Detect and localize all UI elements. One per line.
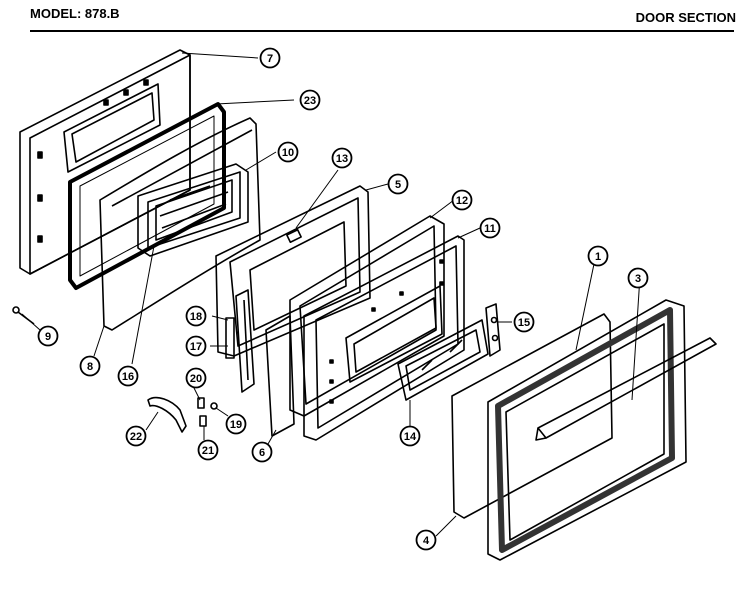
callout-circle	[259, 47, 281, 69]
callout-number: 19	[230, 419, 242, 431]
callout-11: 11	[479, 217, 501, 239]
part-12-inner-liner	[289, 215, 445, 417]
part-1-outer-door	[487, 299, 687, 561]
part-14-window-glass	[397, 319, 489, 401]
callout-17: 17	[185, 335, 207, 357]
callout-circle	[415, 529, 437, 551]
callout-circle	[79, 355, 101, 377]
callout-15: 15	[513, 311, 535, 333]
callout-number: 22	[130, 431, 142, 443]
part-4-outer-glass	[451, 313, 613, 519]
callout-number: 5	[395, 179, 401, 191]
callout-number: 14	[404, 431, 417, 443]
callout-20: 20	[185, 367, 207, 389]
callout-number: 15	[518, 317, 530, 329]
part-5-door-frame	[215, 185, 371, 357]
callout-number: 10	[282, 147, 294, 159]
callout-circle	[277, 141, 299, 163]
callout-circle	[185, 305, 207, 327]
model-label: MODEL: 878.B	[30, 6, 120, 21]
callout-circle	[587, 245, 609, 267]
callout-number: 18	[190, 311, 202, 323]
callout-9: 9	[37, 325, 59, 347]
callout-circle	[251, 441, 273, 463]
callout-circle	[387, 173, 409, 195]
leader-lines	[21, 52, 641, 537]
callout-number: 7	[267, 53, 273, 65]
callout-number: 17	[190, 341, 202, 353]
callout-circle	[513, 311, 535, 333]
callout-number: 9	[45, 331, 51, 343]
callout-number: 4	[423, 535, 430, 547]
callout-circle	[451, 189, 473, 211]
callout-circle	[331, 147, 353, 169]
callout-3: 3	[627, 267, 649, 289]
callout-number: 13	[336, 153, 348, 165]
callout-number: 20	[190, 373, 202, 385]
callout-10: 10	[277, 141, 299, 163]
callout-circle	[627, 267, 649, 289]
part-18-17-hinge-channel	[225, 289, 255, 393]
callout-number: 16	[122, 371, 134, 383]
callout-circle	[399, 425, 421, 447]
callout-circle	[479, 217, 501, 239]
part-8-insulation	[99, 117, 261, 331]
part-15-clip	[485, 303, 501, 357]
callout-number: 11	[484, 223, 496, 235]
part-7-inner-panel	[19, 49, 191, 275]
callout-circle	[117, 365, 139, 387]
callout-number: 6	[259, 447, 265, 459]
callout-23: 23	[299, 89, 321, 111]
callout-7: 7	[259, 47, 281, 69]
callout-number: 8	[87, 361, 93, 373]
callout-8: 8	[79, 355, 101, 377]
callout-number: 12	[456, 195, 468, 207]
part-10-window-pack	[137, 163, 249, 257]
callout-circle	[185, 367, 207, 389]
callout-number: 21	[202, 445, 214, 457]
callout-12: 12	[451, 189, 473, 211]
callout-circle	[225, 413, 247, 435]
callout-4: 4	[415, 529, 437, 551]
part-22-hinge	[147, 396, 187, 433]
callout-14: 14	[399, 425, 421, 447]
callout-13: 13	[331, 147, 353, 169]
section-title: DOOR SECTION	[635, 10, 736, 25]
callout-5: 5	[387, 173, 409, 195]
callout-circle	[185, 335, 207, 357]
callout-circle	[125, 425, 147, 447]
part-20-19-21-hardware	[197, 397, 218, 427]
part-3-handle	[535, 337, 717, 441]
callout-number: 23	[304, 95, 316, 107]
callout-18: 18	[185, 305, 207, 327]
callout-1: 1	[587, 245, 609, 267]
callout-circle	[197, 439, 219, 461]
header-rule	[30, 30, 734, 32]
callout-22: 22	[125, 425, 147, 447]
callout-number: 1	[595, 251, 601, 263]
callout-21: 21	[197, 439, 219, 461]
callout-number: 3	[635, 273, 641, 285]
callout-circle	[299, 89, 321, 111]
part-6-insulation-strip	[265, 315, 295, 437]
callout-16: 16	[117, 365, 139, 387]
callout-circle	[37, 325, 59, 347]
callout-6: 6	[251, 441, 273, 463]
callout-19: 19	[225, 413, 247, 435]
